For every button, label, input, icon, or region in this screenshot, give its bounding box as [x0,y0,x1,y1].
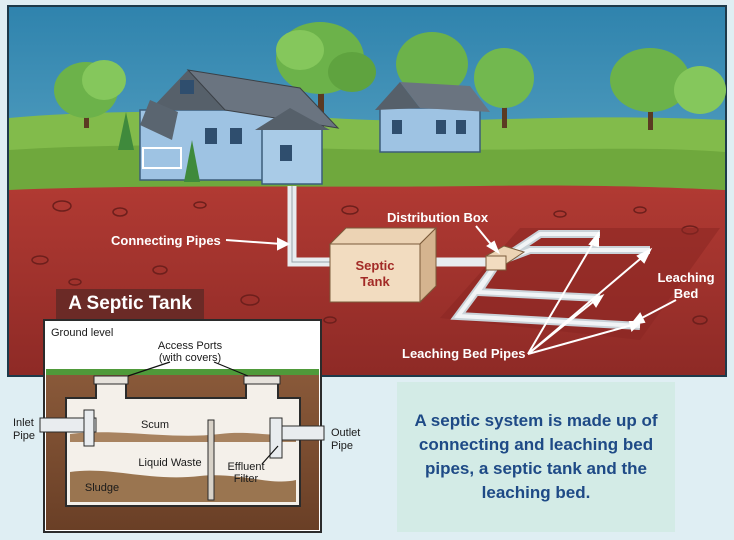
access-ports-label-line2: (with covers) [159,352,221,364]
connecting-pipes-label: Connecting Pipes [111,233,221,248]
access-ports-label-line1: Access Ports [158,340,223,352]
distribution-box-label: Distribution Box [387,210,489,225]
outlet-pipe-label-line1: Outlet [331,427,360,439]
effluent-filter-label-line2: Filter [234,473,259,485]
septic-tank-title: A Septic Tank [68,293,192,314]
septic-tank-title-badge: A Septic Tank [56,289,204,319]
inlet-pipe-label-line1: Inlet [13,417,34,429]
inlet-pipe-label-line2: Pipe [13,430,35,442]
outlet-pipe-label-line2: Pipe [331,440,353,452]
effluent-filter-label-line1: Effluent [227,461,264,473]
leaching-bed-label-line1: Leaching [657,270,714,285]
septic-tank-box [328,226,438,304]
caption-text: A septic system is made up of connecting… [414,411,658,502]
septic-tank-label-line1: Septic [355,258,394,273]
second-house [375,82,490,153]
label-arrows [225,225,677,355]
sludge-label: Sludge [85,482,119,494]
ground-level-label: Ground level [51,327,113,339]
trees [54,22,726,130]
leaching-bed-pipes-label: Leaching Bed Pipes [402,346,526,361]
caption-box: A septic system is made up of connecting… [397,382,675,532]
septic-tank-inset [39,319,325,533]
septic-tank-label-line2: Tank [360,274,390,289]
main-house [118,69,340,185]
leaching-bed-label-line2: Bed [674,286,699,301]
liquid-waste-label: Liquid Waste [138,457,201,469]
leaching-bed [440,228,720,340]
scum-label: Scum [141,419,169,431]
